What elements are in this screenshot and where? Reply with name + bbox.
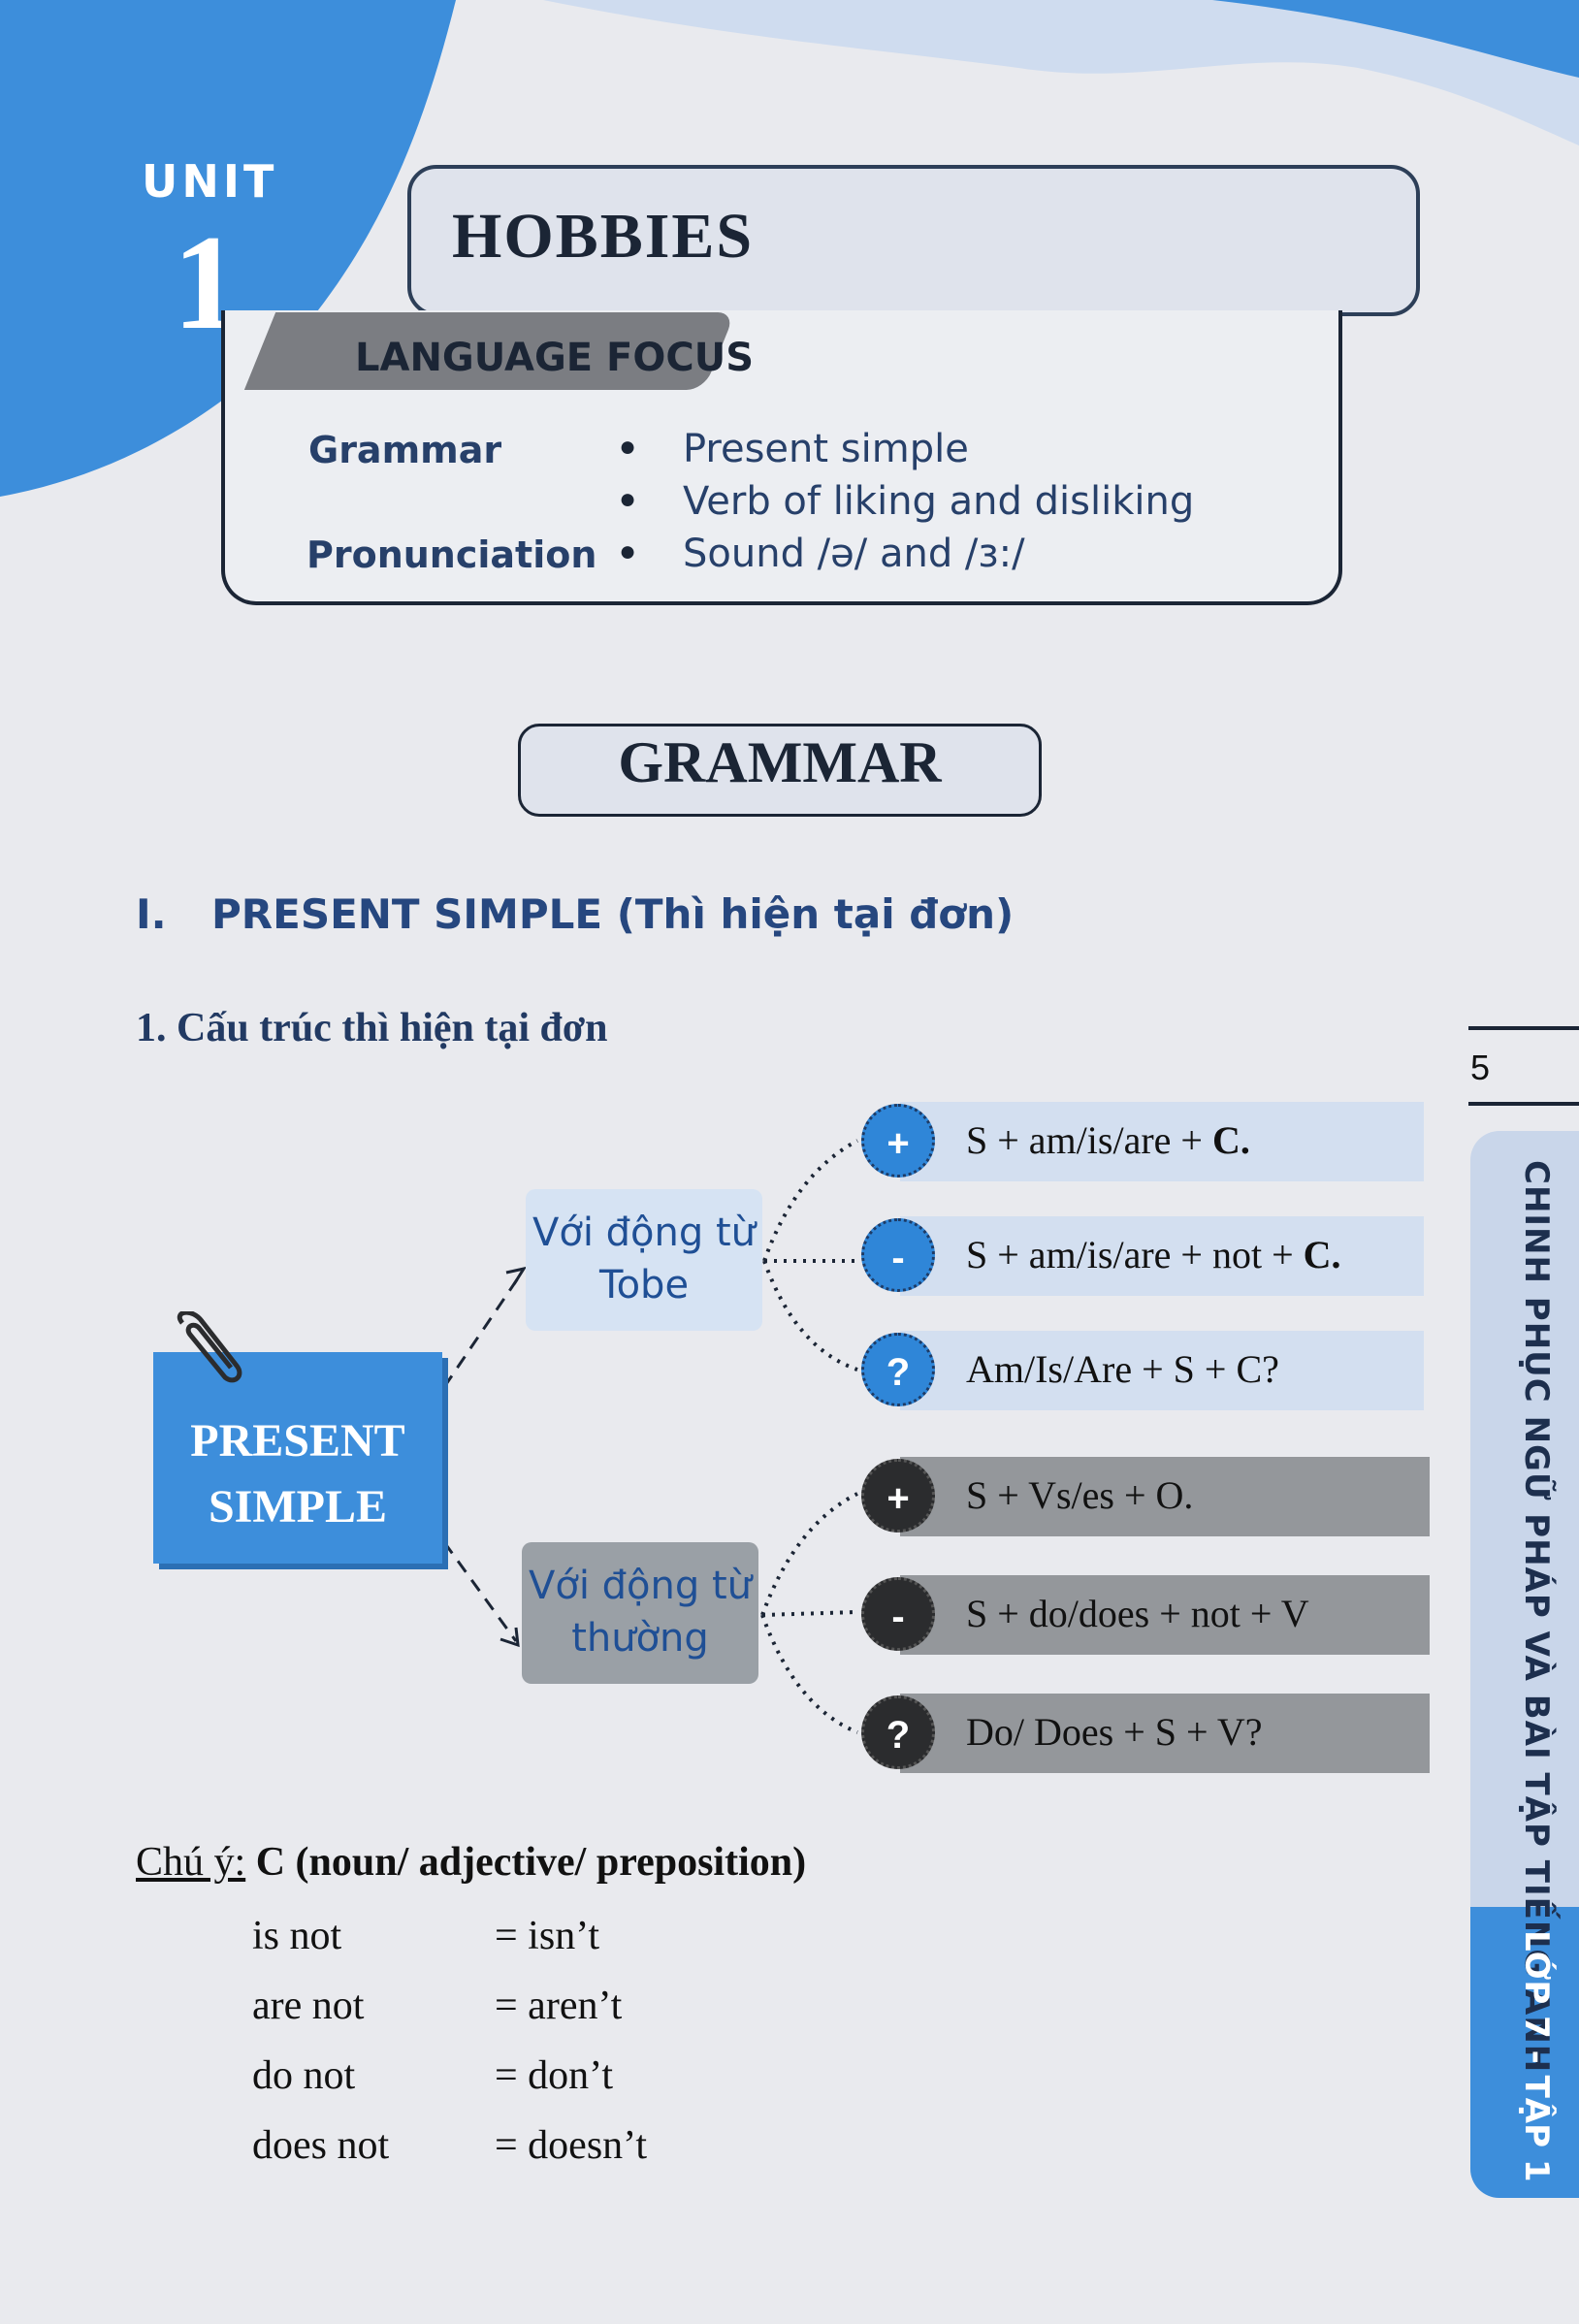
bullet-icon: ● bbox=[619, 483, 637, 515]
title-box bbox=[407, 165, 1420, 316]
present-simple-box bbox=[153, 1352, 442, 1564]
question-icon: ? bbox=[861, 1333, 935, 1406]
note-text: C (noun/ adjective/ preposition) bbox=[245, 1840, 807, 1885]
tobe-question-bar bbox=[900, 1331, 1424, 1410]
contraction-full: is not bbox=[252, 1914, 342, 1958]
root-label-line1: PRESENT bbox=[190, 1415, 405, 1467]
ordinary-verb-box bbox=[522, 1542, 758, 1684]
tobe-affirmative-bar bbox=[900, 1102, 1424, 1181]
verb-negative-bar bbox=[900, 1575, 1430, 1655]
minus-icon: - bbox=[861, 1218, 935, 1292]
grammar-label: Grammar bbox=[308, 429, 502, 471]
note-label: Chú ý: bbox=[136, 1840, 246, 1885]
tobe-line2: Tobe bbox=[598, 1263, 690, 1307]
contraction-full: do not bbox=[252, 2053, 356, 2098]
question-icon: ? bbox=[861, 1695, 935, 1769]
tobe-verb-box bbox=[526, 1189, 762, 1331]
note-line: Chú ý: C (noun/ adjective/ preposition) bbox=[136, 1839, 806, 1886]
ordinary-verb-label: Với động từ thường bbox=[522, 1560, 758, 1664]
verb-question-formula: Do/ Does + S + V? bbox=[966, 1710, 1263, 1754]
header-decoration bbox=[0, 0, 1579, 497]
bullet-icon: ● bbox=[619, 535, 637, 567]
verb-question-bar bbox=[900, 1694, 1430, 1773]
plus-icon: + bbox=[861, 1459, 935, 1533]
grammar-heading: GRAMMAR bbox=[618, 730, 942, 794]
sub-title: 1. Cấu trúc thì hiện tại đơn bbox=[136, 1006, 608, 1050]
unit-label: UNIT bbox=[142, 155, 278, 208]
contraction-short: = doesn’t bbox=[495, 2123, 648, 2168]
language-focus-label: LANGUAGE FOCUS bbox=[355, 336, 755, 380]
unit-title: HOBBIES bbox=[452, 201, 755, 272]
section-title: PRESENT SIMPLE (Thì hiện tại đơn) bbox=[211, 890, 1015, 938]
contraction-short: = isn’t bbox=[495, 1914, 600, 1958]
grade-label: LỚP 7 - TẬP 1 bbox=[1517, 1930, 1556, 2182]
plus-icon: + bbox=[861, 1104, 935, 1178]
ordinary-line1: Với động từ bbox=[528, 1564, 753, 1608]
present-simple-label: PRESENT SIMPLE bbox=[153, 1408, 442, 1540]
focus-item: Sound /ə/ and /ɜ:/ bbox=[683, 532, 1025, 576]
pronunciation-label: Pronunciation bbox=[306, 533, 597, 576]
root-label-line2: SIMPLE bbox=[208, 1481, 388, 1533]
verb-negative-formula: S + do/does + not + V bbox=[966, 1592, 1309, 1635]
section-number: I. bbox=[136, 890, 167, 938]
tobe-verb-label: Với động từ Tobe bbox=[526, 1207, 762, 1311]
bullet-icon: ● bbox=[619, 431, 637, 463]
verb-affirmative-formula: S + Vs/es + O. bbox=[966, 1473, 1194, 1517]
contraction-full: does not bbox=[252, 2123, 390, 2168]
minus-icon: - bbox=[861, 1577, 935, 1651]
verb-affirmative-bar bbox=[900, 1457, 1430, 1536]
tobe-negative-bar bbox=[900, 1216, 1424, 1296]
tobe-negative-formula: S + am/is/are + not + C. bbox=[966, 1233, 1341, 1276]
contraction-full: are not bbox=[252, 1984, 365, 2028]
diagram-connectors bbox=[442, 1139, 858, 1734]
book-title: CHINH PHỤC NGỮ PHÁP VÀ BÀI TẬP TIẾNG ANH bbox=[1517, 1160, 1556, 2074]
contraction-short: = don’t bbox=[495, 2053, 614, 2098]
tobe-line1: Với động từ bbox=[532, 1210, 757, 1255]
focus-item: Present simple bbox=[683, 427, 969, 471]
paperclip-icon bbox=[177, 1311, 242, 1383]
grammar-heading-box bbox=[518, 724, 1042, 817]
side-tab-grade bbox=[1470, 1907, 1579, 2198]
tobe-affirmative-formula: S + am/is/are + C. bbox=[966, 1118, 1250, 1162]
tobe-question-formula: Am/Is/Are + S + C? bbox=[966, 1347, 1279, 1391]
page-number-rule bbox=[1468, 1102, 1579, 1106]
contraction-short: = aren’t bbox=[495, 1984, 623, 2028]
page-number-rule bbox=[1468, 1026, 1579, 1030]
ordinary-line2: thường bbox=[571, 1616, 709, 1661]
focus-item: Verb of liking and disliking bbox=[683, 479, 1195, 524]
page-number: 5 bbox=[1470, 1048, 1491, 1087]
